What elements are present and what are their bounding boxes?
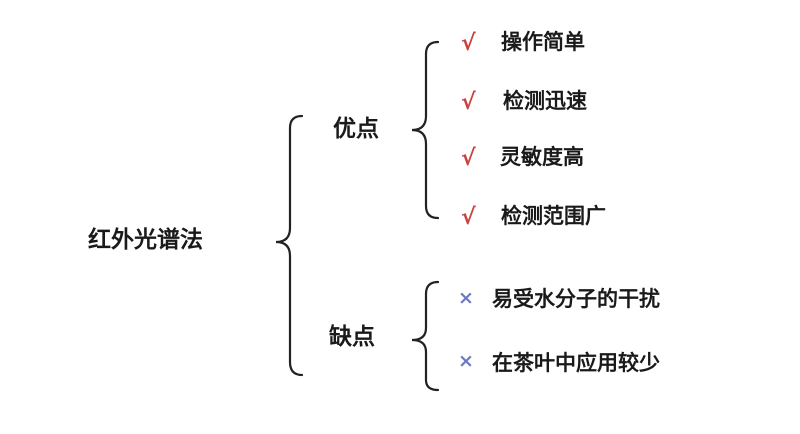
root-label: 红外光谱法 — [88, 227, 203, 253]
cross-icon: × — [458, 287, 474, 309]
pros-label: 优点 — [333, 116, 379, 142]
check-icon: √ — [461, 205, 476, 230]
main-brace — [275, 114, 304, 377]
pros-item-3: 灵敏度高 — [500, 145, 584, 169]
cons-item-2: 在茶叶中应用较少 — [492, 351, 660, 375]
cons-label: 缺点 — [329, 324, 375, 350]
check-icon: √ — [461, 90, 476, 115]
check-icon: √ — [461, 146, 476, 171]
check-icon: √ — [461, 31, 476, 56]
cross-icon: × — [458, 350, 474, 372]
cons-item-1: 易受水分子的干扰 — [492, 287, 660, 311]
cons-brace — [411, 280, 440, 392]
pros-item-2: 检测迅速 — [503, 89, 587, 113]
pros-item-4: 检测范围广 — [501, 204, 606, 228]
pros-brace — [411, 40, 440, 220]
pros-item-1: 操作简单 — [501, 30, 585, 54]
